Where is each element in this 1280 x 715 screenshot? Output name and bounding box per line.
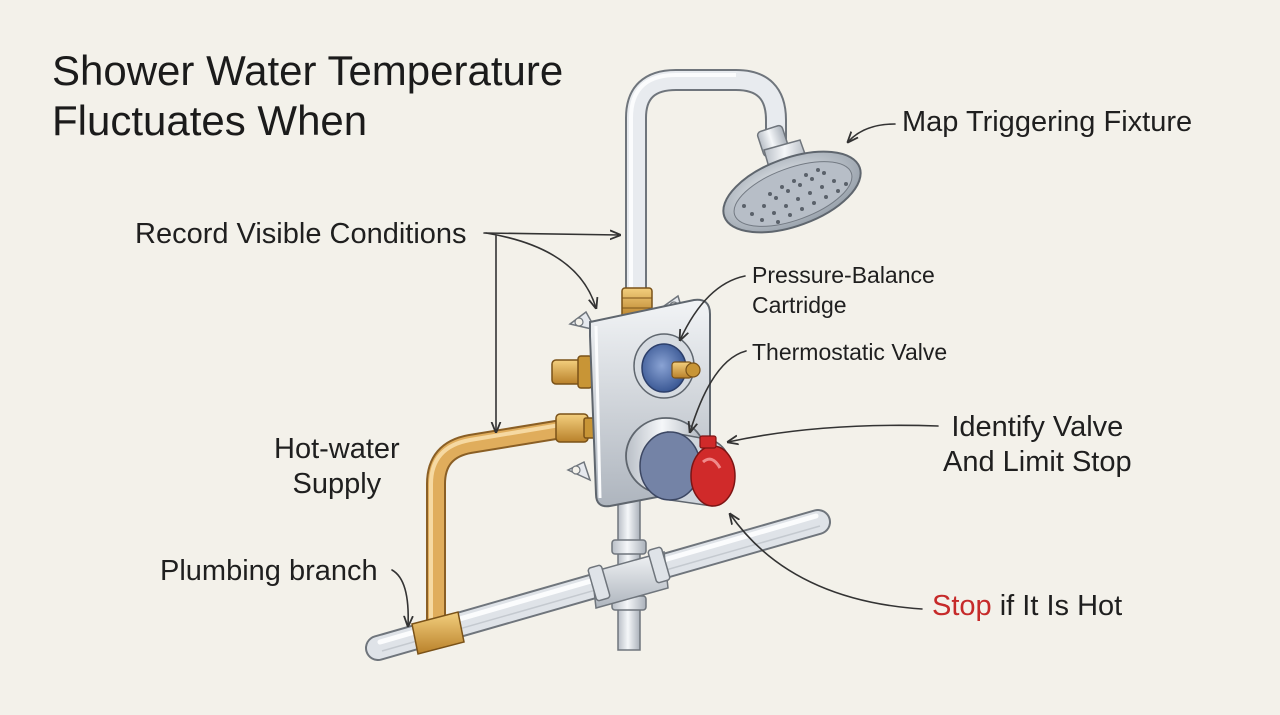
cartridge-label-line-2: Cartridge xyxy=(752,291,847,318)
hot-label-line-1: Hot-water xyxy=(274,433,400,465)
label-hot-water-supply: Hot-water Supply xyxy=(274,432,400,503)
limit-stop-knob xyxy=(690,445,736,507)
title-line-1: Shower Water Temperature xyxy=(52,47,564,94)
identify-label-line-2: And Limit Stop xyxy=(943,446,1132,479)
hot-water-supply-pipe xyxy=(411,413,597,655)
cold-inlet-fitting xyxy=(551,355,593,389)
thermostatic-valve-trim xyxy=(625,417,736,507)
cartridge-arrow xyxy=(680,275,746,340)
shower-arm xyxy=(621,69,787,319)
thermostatic-arrow xyxy=(690,350,747,432)
label-identify-valve: Identify Valve And Limit Stop xyxy=(943,410,1132,481)
callout-arrows xyxy=(391,123,939,626)
hot-label-line-2: Supply xyxy=(292,468,382,501)
record-arrow-valve xyxy=(485,232,596,308)
shower-head-nozzles xyxy=(742,168,848,224)
label-stop-if-hot: Stop if It Is Hot xyxy=(932,589,1122,624)
label-map-triggering-fixture: Map Triggering Fixture xyxy=(902,106,1193,138)
stop-arrow xyxy=(730,514,923,610)
branch-arrow xyxy=(391,569,408,626)
identify-label-line-1: Identify Valve xyxy=(951,411,1124,443)
label-pressure-balance-cartridge: Pressure-Balance Cartridge xyxy=(752,261,935,321)
tee-fitting xyxy=(587,546,671,609)
label-record-visible-conditions: Record Visible Conditions xyxy=(135,218,467,250)
stop-rest: if It Is Hot xyxy=(991,590,1123,622)
title-line-2: Fluctuates When xyxy=(52,97,368,145)
label-thermostatic-valve: Thermostatic Valve xyxy=(752,339,948,365)
pressure-balance-cartridge xyxy=(633,333,701,399)
shower-head xyxy=(722,124,862,234)
label-plumbing-branch: Plumbing branch xyxy=(160,555,378,587)
identify-arrow xyxy=(728,424,939,442)
cartridge-label-line-1: Pressure-Balance xyxy=(752,262,935,288)
fixture-arrow xyxy=(848,123,896,142)
page-title: Shower Water Temperature Fluctuates When xyxy=(52,46,563,147)
stop-emphasis: Stop xyxy=(932,590,992,622)
record-arrow-right xyxy=(483,233,620,235)
